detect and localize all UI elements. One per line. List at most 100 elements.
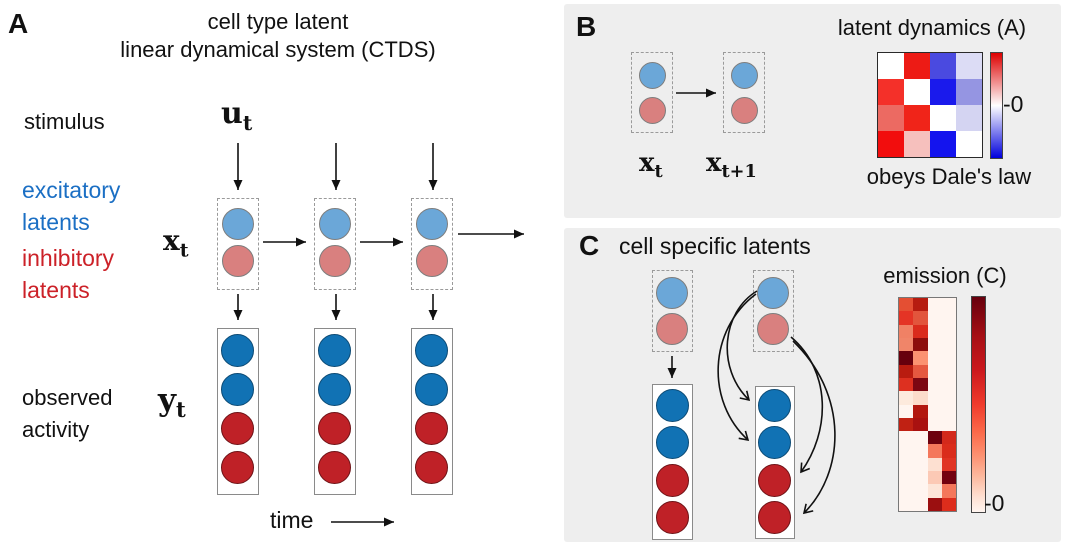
emission-title: emission (C)	[883, 263, 1007, 288]
heatmap-cell	[927, 311, 942, 325]
inhibitory-latent-circle	[639, 97, 666, 124]
heatmap-cell	[899, 337, 914, 352]
heatmap-cell	[927, 298, 942, 312]
excitatory-latent-circle	[319, 208, 351, 240]
heatmap-cell	[878, 79, 904, 105]
excitatory-neuron-circle	[221, 334, 254, 367]
heatmap-cell	[899, 311, 914, 325]
inhibitory-latent-circle	[222, 245, 254, 277]
heatmap-cell	[927, 364, 942, 378]
heatmap-cell	[913, 377, 928, 392]
heatmap-cell	[941, 351, 956, 365]
excitatory-latent-circle	[656, 277, 688, 309]
heatmap-cell	[904, 105, 930, 131]
heatmap-cell	[927, 484, 942, 498]
heatmap-cell	[956, 79, 982, 105]
heatmap-cell	[941, 457, 956, 472]
excitatory-latent-circle	[222, 208, 254, 240]
heatmap-cell	[941, 391, 956, 405]
heatmap-cell	[941, 298, 956, 312]
inhibitory-neuron-circle	[415, 451, 448, 484]
obeys-dales-law-caption: obeys Dale's law	[866, 164, 1032, 189]
observed-label-line1: observed	[22, 385, 113, 410]
heatmap-cell	[904, 79, 930, 105]
observed-label-line2: activity	[22, 417, 90, 442]
inhibitory-latent-circle	[416, 245, 448, 277]
excitatory-latent-circle	[416, 208, 448, 240]
heatmap-cell	[899, 391, 914, 405]
panel-a-label: A	[8, 8, 29, 39]
excitatory-neuron-circle	[656, 426, 689, 459]
heatmap-cell	[941, 364, 956, 378]
inhibitory-neuron-circle	[758, 501, 791, 534]
inhibitory-neuron-circle	[318, 412, 351, 445]
heatmap-cell	[927, 444, 942, 458]
y-t-symbol: yt	[158, 382, 186, 423]
heatmap-cell	[927, 337, 942, 352]
heatmap-cell	[941, 311, 956, 325]
panel-b-label: B	[576, 11, 597, 42]
inhibitory-neuron-circle	[221, 412, 254, 445]
latent-box-t1	[217, 198, 259, 290]
panel-a-title-line1: cell type latent	[207, 9, 349, 34]
heatmap-cell	[930, 79, 956, 105]
colorbar-zero-tick: -0	[1003, 91, 1024, 117]
heatmap-cell	[927, 391, 942, 405]
heatmap-cell	[956, 53, 982, 79]
emission-colorbar	[971, 296, 986, 513]
excitatory-label-line2: latents	[22, 209, 90, 235]
heatmap-cell	[930, 105, 956, 131]
inhibitory-latent-circle	[757, 313, 789, 345]
heatmap-cell	[930, 131, 956, 157]
emission-heatmap	[898, 297, 957, 512]
heatmap-cell	[899, 457, 914, 472]
inhibitory-latent-circle	[319, 245, 351, 277]
heatmap-cell	[941, 417, 956, 432]
stimulus-label: stimulus	[24, 109, 105, 134]
heatmap-cell	[899, 484, 914, 498]
heatmap-cell	[913, 351, 928, 365]
heatmap-cell	[913, 391, 928, 405]
x-t-symbol: xt	[639, 148, 663, 183]
latent-box-group1	[652, 270, 693, 352]
heatmap-cell	[913, 444, 928, 458]
cell-specific-latents-title: cell specific latents	[619, 233, 811, 259]
heatmap-cell	[956, 105, 982, 131]
heatmap-cell	[899, 431, 914, 445]
heatmap-cell	[941, 337, 956, 352]
panel-a-title-line2: linear dynamical system (CTDS)	[120, 37, 436, 62]
heatmap-cell	[913, 324, 928, 338]
inhibitory-label-line1: inhibitory	[22, 245, 115, 271]
excitatory-neuron-circle	[758, 426, 791, 459]
excitatory-latent-circle	[731, 62, 758, 89]
excitatory-neuron-circle	[415, 373, 448, 406]
heatmap-cell	[913, 337, 928, 352]
heatmap-cell	[913, 404, 928, 418]
heatmap-cell	[941, 444, 956, 458]
latent-box-xt	[631, 52, 673, 133]
heatmap-cell	[899, 298, 914, 312]
heatmap-cell	[878, 105, 904, 131]
latent-dynamics-colorbar	[990, 52, 1003, 159]
heatmap-cell	[941, 404, 956, 418]
x-t-plus-1-symbol: xt+1	[706, 148, 757, 183]
heatmap-cell	[913, 457, 928, 472]
heatmap-cell	[930, 53, 956, 79]
inhibitory-neuron-circle	[656, 501, 689, 534]
u-t-symbol: ut	[221, 96, 253, 135]
excitatory-latent-circle	[757, 277, 789, 309]
heatmap-cell	[913, 417, 928, 432]
heatmap-cell	[941, 484, 956, 498]
latent-dynamics-title: latent dynamics (A)	[837, 15, 1027, 40]
colorbar-zero-tick: -0	[984, 490, 1005, 516]
excitatory-neuron-circle	[318, 334, 351, 367]
inhibitory-latent-circle	[656, 313, 688, 345]
heatmap-cell	[913, 484, 928, 498]
heatmap-cell	[899, 471, 914, 485]
latent-dynamics-heatmap	[877, 52, 983, 158]
heatmap-cell	[927, 431, 942, 445]
heatmap-cell	[941, 431, 956, 445]
heatmap-cell	[899, 497, 914, 511]
heatmap-cell	[927, 377, 942, 392]
